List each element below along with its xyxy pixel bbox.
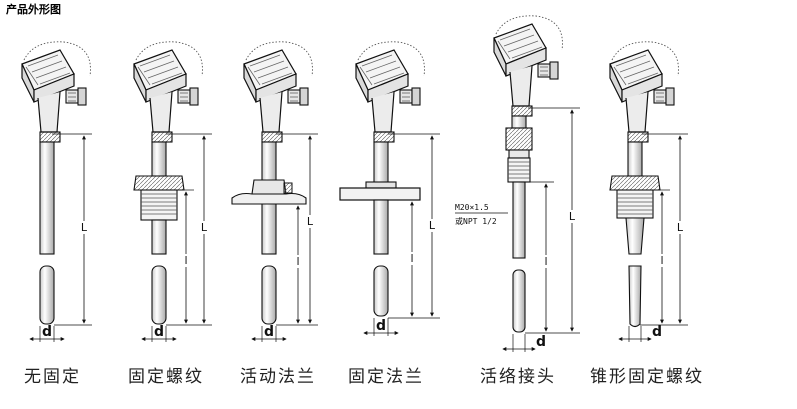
caption-movable-joint: 活络接头 [480, 367, 556, 387]
variant-fixed-thread [133, 41, 204, 143]
variant-fixed-thread-body: L l d [133, 133, 212, 342]
variant-taper-thread [609, 41, 680, 143]
page-title: 产品外形图 [6, 3, 61, 16]
length-label-2: L [201, 221, 208, 234]
insertion-label-3: l [296, 255, 299, 268]
diameter-label-5: d [536, 334, 546, 350]
variant-movable-joint-body: L l d [455, 107, 580, 352]
variant-movable-joint [493, 15, 564, 117]
thread-spec-line1: M20×1.5 [455, 203, 489, 212]
length-label-3: L [307, 215, 314, 228]
variant-movable-flange [243, 41, 314, 143]
caption-taper-thread: 锥形固定螺纹 [590, 367, 704, 387]
variant-movable-flange-body: L l d [231, 133, 318, 342]
insertion-label-2: l [184, 254, 187, 267]
diameter-label-1: d [42, 324, 52, 340]
caption-none: 无固定 [24, 367, 81, 387]
variant-fixed-flange [355, 41, 426, 143]
diameter-label-6: d [652, 324, 662, 340]
caption-movable-flange: 活动法兰 [240, 367, 316, 387]
thread-spec-line2: 或NPT 1/2 [455, 217, 497, 226]
diameter-label-3: d [264, 324, 274, 340]
insertion-label-4: l [410, 252, 413, 265]
insertion-label-6: l [660, 254, 663, 267]
length-label-6: L [677, 221, 684, 234]
length-label-5: L [569, 210, 576, 223]
variant-none [21, 41, 92, 143]
caption-fixed-thread: 固定螺纹 [128, 367, 204, 387]
variant-fixed-flange-body: L l d [339, 133, 440, 336]
caption-fixed-flange: 固定法兰 [348, 367, 424, 387]
diameter-label-2: d [154, 324, 164, 340]
diameter-label-4: d [376, 318, 386, 334]
insertion-label-5: l [544, 255, 547, 268]
variant-taper-thread-body: L l d [609, 133, 688, 342]
length-label-1: L [81, 221, 88, 234]
variant-none-rod: L d [29, 133, 92, 342]
length-label-4: L [429, 219, 436, 232]
